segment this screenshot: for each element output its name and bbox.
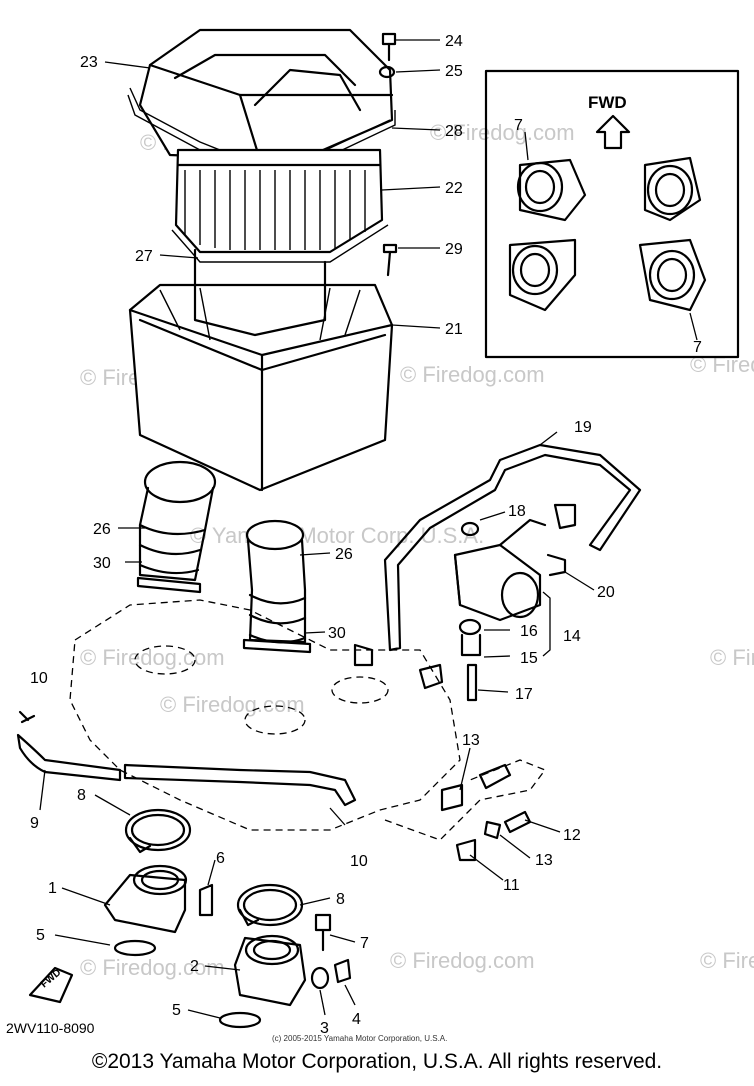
washer-25 [378,65,396,79]
fwd-inset-box: FWD [484,69,740,359]
callout-27: 27 [135,248,153,265]
callout-8: 8 [77,787,86,804]
watermark-text: © Firedog.com [400,362,545,387]
hose-9 [16,710,357,807]
fwd-arrow-icon [595,114,631,150]
carb-joint-1 [103,864,188,934]
valve-assembly [353,503,577,702]
callout-25: 25 [445,63,463,80]
callout-3: 3 [320,1020,329,1037]
fwd-badge-arrow-icon [28,966,74,1004]
watermark-text: © Firedog.com [700,948,754,973]
watermark-text: © Firedog.com [390,948,535,973]
callout-10: 10 [350,853,368,870]
callout-5: 5 [172,1002,181,1019]
watermark-text: © Firedog.com [710,645,754,670]
watermark-text: © Firedog.com [430,120,575,145]
callout-2: 2 [190,958,199,975]
callouts: 23 24 25 28 22 27 29 21 7 7 19 18 26 30 … [30,33,702,1037]
callout-15: 15 [520,650,538,667]
callout-8: 8 [336,891,345,908]
watermarks: © Firedog.com © Firedog.com © Firedog.co… [80,120,754,980]
callout-18: 18 [508,503,526,520]
intake-joint-right [242,519,312,654]
callout-24: 24 [445,33,463,50]
small-copyright: (c) 2005-2015 Yamaha Motor Corporation, … [272,1034,448,1043]
rubber-joint-top-left [516,158,587,222]
callout-17: 17 [515,686,533,703]
callout-7: 7 [693,339,702,356]
callout-11: 11 [503,877,520,894]
callout-20: 20 [597,584,615,601]
callout-13: 13 [462,732,480,749]
callout-14: 14 [563,628,581,645]
watermark-text: © Yamaha Motor Corp. U.S.A. [190,523,484,548]
callout-21: 21 [445,321,463,338]
rubber-joint-bottom-right [638,238,707,312]
watermark-text: © Firedog.com [80,955,225,980]
copyright-footer: ©2013 Yamaha Motor Corporation, U.S.A. A… [91,1050,663,1073]
fwd-label: FWD [588,93,627,112]
filter-element [171,148,389,263]
engine-outline [69,599,547,841]
clamp-8-lower [236,883,304,927]
carb-joint-2 [233,934,307,1007]
callout-13: 13 [535,852,553,869]
air-box [128,248,394,492]
callout-26: 26 [93,521,111,538]
callout-7: 7 [514,117,523,134]
callout-16: 16 [520,623,538,640]
callout-30: 30 [328,625,346,642]
callout-5: 5 [36,927,45,944]
callout-26: 26 [335,546,353,563]
leader-lines [39,39,698,1019]
callout-1: 1 [48,880,57,897]
rubber-joint-top-right [643,156,702,222]
callout-12: 12 [563,827,581,844]
callout-30: 30 [93,555,111,572]
callout-22: 22 [445,180,463,197]
screw-29 [382,243,398,277]
breather-hose-19 [383,443,642,652]
callout-23: 23 [80,54,98,71]
callout-10: 10 [30,670,48,687]
callout-29: 29 [445,241,463,258]
screw-24 [381,32,397,62]
callout-19: 19 [574,419,592,436]
diagram-code: 2WV110-8090 [6,1020,95,1036]
clamp-8-upper [124,808,192,854]
watermark-text: © Firedog.com [80,645,225,670]
rubber-joint-bottom-left [508,238,577,312]
callout-7: 7 [360,935,369,952]
callout-6: 6 [216,850,225,867]
watermark-text: © Firedog.com [160,692,305,717]
callout-9: 9 [30,815,39,832]
hoses-12-13 [440,763,532,862]
callout-28: 28 [445,123,463,140]
callout-4: 4 [352,1011,361,1028]
intake-joint-left [136,460,217,594]
